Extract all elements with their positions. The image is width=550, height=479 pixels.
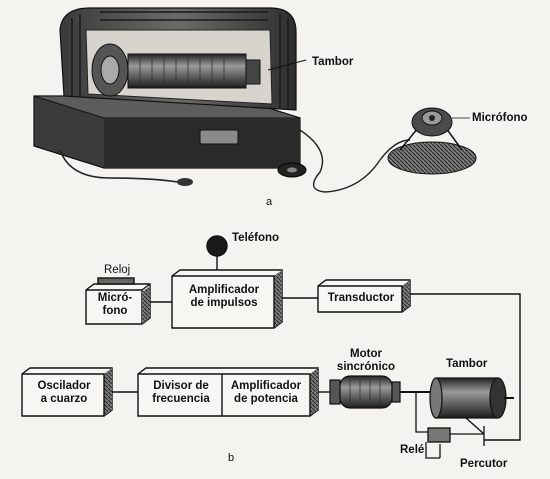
label-microfono-box: Micró- fono <box>97 292 133 317</box>
apparatus-nameplate <box>199 129 239 145</box>
label-rele: Relé <box>400 444 425 456</box>
microphone-base <box>387 141 477 175</box>
label-oscilador: Oscilador a cuarzo <box>37 380 91 405</box>
label-transductor: Transductor <box>327 292 395 304</box>
rele-percutor-graphic <box>415 392 485 459</box>
block-diagram <box>21 235 521 441</box>
label-tambor-a: Tambor <box>312 56 354 68</box>
label-amp-impulsos: Amplificador de impulsos <box>188 284 260 309</box>
label-telefono: Teléfono <box>232 232 280 244</box>
caption-b: b <box>228 452 235 464</box>
label-divisor: Divisor de frecuencia <box>152 380 210 405</box>
label-percutor: Percutor <box>460 458 508 470</box>
motor-graphic <box>329 375 436 409</box>
cable-left <box>59 149 179 183</box>
label-tambor-b: Tambor <box>446 358 488 370</box>
hood-ribs <box>71 11 289 110</box>
telefono-ball <box>206 235 228 257</box>
label-amp-potencia: Amplificador de potencia <box>230 380 302 405</box>
drum-cylinder <box>127 53 247 89</box>
reloj-device <box>97 277 135 285</box>
label-motor: Motor sincrónico <box>336 348 396 373</box>
label-microfono-a: Micrófono <box>472 112 528 124</box>
apparatus-illustration <box>33 7 477 193</box>
drum-graphic <box>429 377 514 419</box>
label-reloj: Reloj <box>104 264 131 276</box>
cable-right <box>299 129 411 193</box>
caption-a: a <box>266 196 273 208</box>
link-transductor-percutor <box>410 293 521 441</box>
microphone-illustration <box>387 107 477 175</box>
